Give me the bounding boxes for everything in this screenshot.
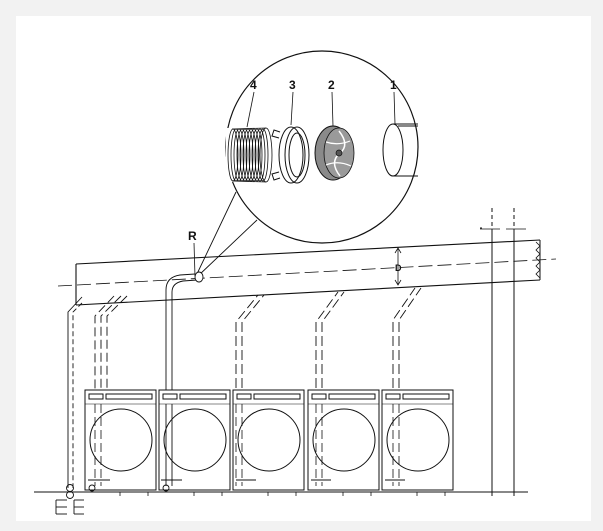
leader-line-left: [195, 191, 237, 277]
vertical-risers: [480, 208, 526, 496]
dryer-unit-4: [307, 389, 380, 491]
dryer-unit-3: [232, 389, 305, 491]
label-part-3: 3: [289, 78, 296, 92]
duct-pipe-part: [382, 123, 418, 177]
damper-part: [314, 125, 355, 181]
dryer-unit-1: [84, 389, 157, 491]
dryer-row: [84, 389, 454, 492]
part-labels: 4 3 2 1: [246, 78, 397, 128]
dryer-unit-2: [158, 389, 231, 491]
connection-ducts: [67, 271, 422, 488]
floor-drain: [55, 484, 84, 515]
clamp-ring-part: [271, 126, 310, 184]
flexible-hose-part: [226, 127, 273, 183]
main-exhaust-duct: [57, 239, 557, 306]
floor-line: [34, 491, 528, 496]
reducer-leader: [193, 242, 196, 277]
label-reducer: R: [188, 229, 197, 243]
leader-line-right: [197, 219, 258, 277]
dryer-unit-5: [381, 389, 454, 491]
diameter-dimension: D: [394, 247, 402, 286]
label-part-4: 4: [250, 78, 257, 92]
detail-magnifier: 4 3 2 1: [195, 50, 419, 277]
label-part-2: 2: [328, 78, 335, 92]
label-diameter: D: [395, 263, 402, 273]
label-part-1: 1: [390, 78, 397, 92]
